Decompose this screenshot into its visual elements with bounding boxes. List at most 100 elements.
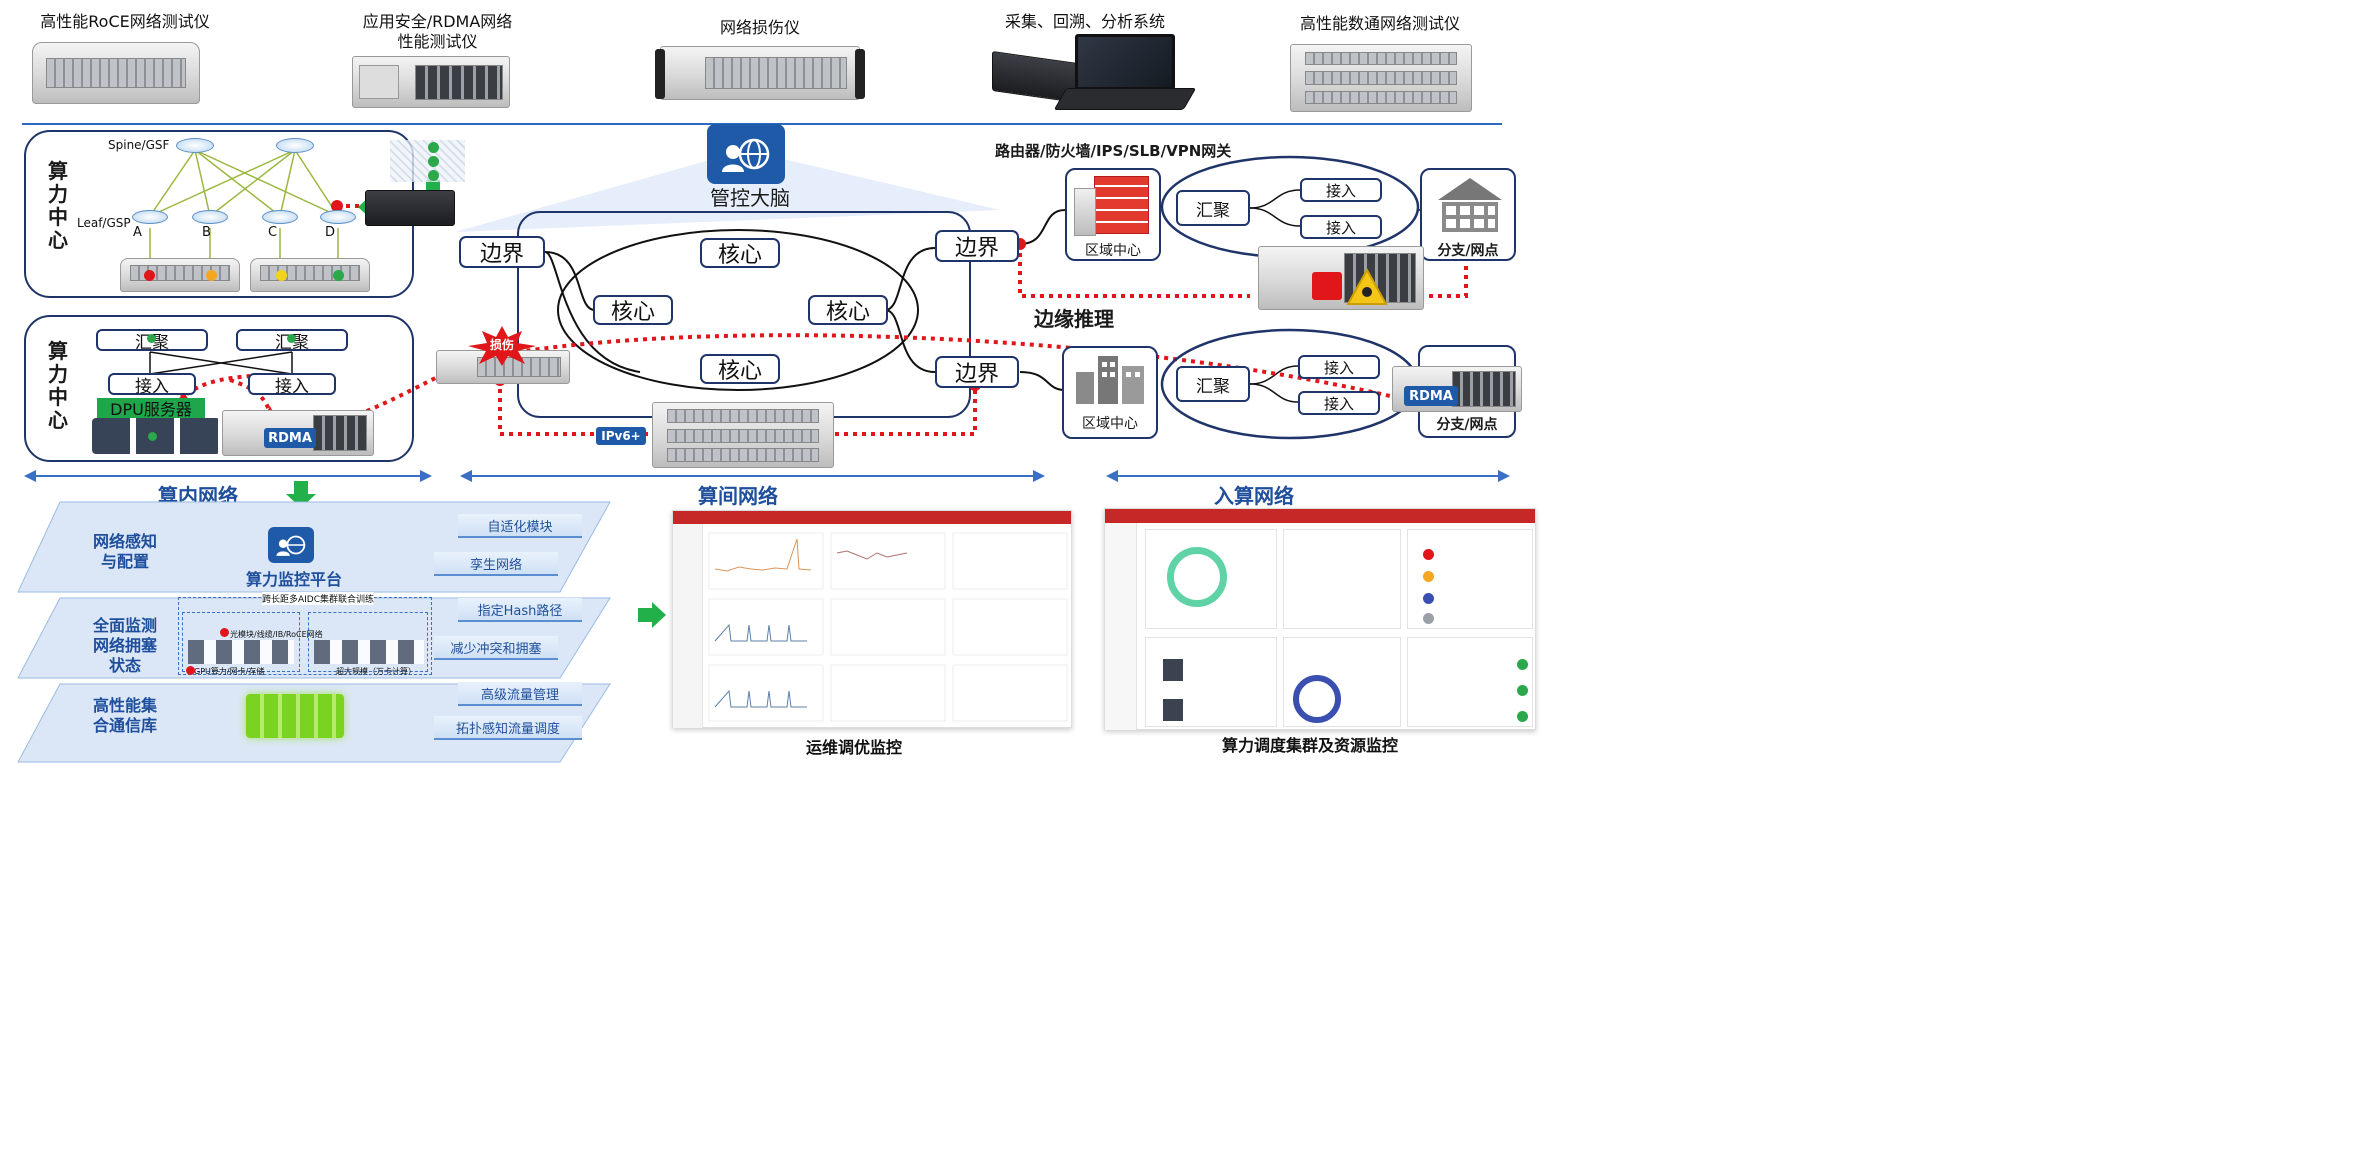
leaf-switch-b	[192, 210, 228, 224]
monitor-platform-label: 算力监控平台	[245, 570, 342, 589]
device-label-rdma-l1: 应用安全/RDMA网络	[362, 12, 513, 31]
router-caption: 路由器/防火墙/IPS/SLB/VPN网关	[995, 142, 1232, 160]
spine-label: Spine/GSF	[108, 138, 170, 152]
rdma-device-top	[365, 190, 455, 226]
core-node-bottom: 核心	[700, 354, 780, 384]
roce-tester-left	[120, 258, 240, 292]
sched-card-top	[1283, 529, 1401, 629]
tag-twin-network: 孪生网络	[434, 552, 558, 576]
core-node-right: 核心	[808, 295, 888, 325]
arrow-left-inter	[460, 470, 472, 482]
firewall-server-icon	[1074, 188, 1096, 236]
hazard-icon	[1346, 268, 1388, 305]
dpu-dot	[148, 432, 157, 441]
agg-access-links	[149, 351, 293, 375]
alert-major-icon	[1423, 571, 1434, 582]
spine-switch-2	[276, 138, 314, 153]
ops-caption: 运维调优监控	[806, 738, 903, 757]
arrow-right-ingress	[1498, 470, 1510, 482]
access-box-1: 接入	[108, 373, 196, 397]
device-label-roce: 高性能RoCE网络测试仪	[40, 12, 210, 31]
edge-node-right-bottom: 边界	[935, 356, 1019, 388]
firewall-icon	[1094, 176, 1149, 234]
region-agg-bottom: 汇聚	[1176, 366, 1250, 402]
platform-globe-icon	[276, 535, 306, 556]
cluster-dot-3	[428, 170, 439, 181]
impairment-emulator-core	[436, 350, 570, 384]
datacom-tester-image	[1290, 44, 1472, 112]
ops-monitor-screenshot	[672, 510, 1072, 728]
leaf-name-b: B	[202, 225, 211, 240]
cluster-sub-label-1: 光模块/线缆/IB/RoCE网络	[230, 630, 323, 639]
compute-center-top-title: 算力中心	[48, 159, 68, 252]
arrow-left-ingress	[1106, 470, 1118, 482]
running-icon-1	[1517, 659, 1528, 670]
training-cluster-left	[182, 612, 300, 672]
ops-screenshot-header	[673, 511, 1071, 524]
cluster-dot-2	[428, 156, 439, 167]
section-title-ingress: 入算网络	[1214, 484, 1294, 508]
gpu-cluster-image	[246, 694, 344, 738]
scheduling-screenshot	[1104, 508, 1536, 730]
sched-screenshot-header	[1105, 509, 1535, 523]
running-icon-3	[1517, 711, 1528, 722]
cluster-dot-1	[428, 142, 439, 153]
cluster-servers-left	[188, 640, 294, 664]
dpu-label: DPU服务器	[97, 398, 205, 419]
region-agg-top: 汇聚	[1176, 190, 1250, 226]
section-bar-intra	[30, 475, 422, 477]
rdma-badge-branch: RDMA	[1404, 386, 1458, 406]
alert-critical-icon	[1423, 549, 1434, 560]
cluster-marker-2	[186, 666, 195, 675]
leaf-switch-a	[132, 210, 168, 224]
alert-minor-icon	[1423, 593, 1434, 604]
layer-2-title-3: 状态	[108, 656, 141, 675]
section-bar-ingress	[1112, 475, 1502, 477]
topology-lines	[149, 149, 1472, 628]
status-dot-red	[144, 270, 155, 281]
device-label-impairment: 网络损伤仪	[719, 18, 800, 37]
running-icon-2	[1517, 685, 1528, 696]
region-access-top-2: 接入	[1300, 215, 1382, 239]
virus-alert-icon	[1312, 272, 1342, 300]
cluster-servers-right	[314, 640, 424, 664]
ops-screenshot-sidebar	[673, 524, 703, 728]
status-dot-yellow	[276, 270, 287, 281]
layer-3-title-2: 合通信库	[92, 716, 157, 735]
spine-leaf-links	[149, 149, 339, 268]
monitor-platform-icon	[268, 527, 314, 563]
tag-adaptive-module: 自适化模块	[458, 514, 582, 538]
edge-node-left: 边界	[459, 236, 545, 268]
tag-hash-path: 指定Hash路径	[458, 598, 582, 622]
status-dot-orange	[206, 270, 217, 281]
sched-card-running	[1407, 637, 1533, 727]
branch-building-icon	[1438, 178, 1502, 232]
region-center-label-bottom: 区域中心	[1082, 416, 1138, 432]
rdma-tester-bottom-left	[222, 410, 374, 456]
arrow-right-intra	[420, 470, 432, 482]
node-server-icon-1	[1163, 659, 1183, 681]
edge-inference-label: 边缘推理	[1034, 307, 1114, 331]
region-access-top-1: 接入	[1300, 178, 1382, 202]
rdma-tester-image	[352, 56, 510, 108]
ops-screenshot-charts	[708, 532, 1068, 722]
layer-2-title: 全面监测	[92, 616, 157, 635]
control-brain-label: 管控大脑	[710, 186, 790, 210]
device-label-capture: 采集、回溯、分析系统	[1004, 12, 1165, 31]
cluster-sub-label-2: GPU算力/网卡/存储	[194, 667, 265, 676]
arrow-right-inter	[1033, 470, 1045, 482]
sched-screenshot-sidebar	[1105, 523, 1137, 730]
sched-task-ring	[1167, 547, 1227, 607]
damage-label: 损伤	[489, 338, 514, 352]
compute-center-bottom	[24, 315, 414, 462]
leaf-switch-c	[262, 210, 298, 224]
edge-node-right-top: 边界	[935, 230, 1019, 262]
branch-label-bottom: 分支/网点	[1436, 417, 1498, 433]
region-building-icon	[1076, 356, 1144, 404]
cluster-marker-1	[220, 628, 229, 637]
node-server-icon-2	[1163, 699, 1183, 721]
training-cluster-right	[308, 612, 428, 672]
training-cluster-label: 跨长距多AIDC集群联合训练	[262, 592, 375, 605]
branch-label-top: 分支/网点	[1437, 243, 1499, 259]
ipv6-badge: IPv6+	[596, 427, 646, 445]
